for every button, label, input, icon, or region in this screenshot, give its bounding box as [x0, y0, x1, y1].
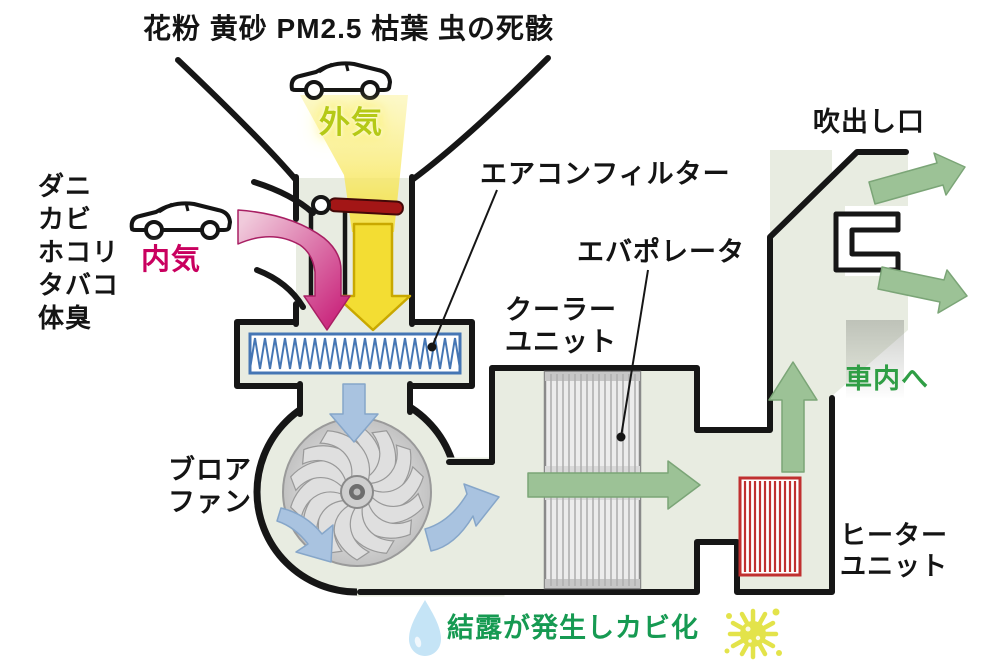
inside-contaminants-list: ダニ カビ ホコリ タバコ 体臭 — [38, 170, 119, 335]
duct-outline — [175, 55, 909, 595]
contaminant-item: ホコリ — [38, 237, 120, 267]
filter-leader-line — [431, 189, 498, 348]
vent-outflow-upper-icon — [868, 152, 966, 205]
droplet-icon — [409, 600, 441, 656]
contaminant-item: ダニ — [38, 171, 93, 201]
filter-label: エアコンフィルター — [480, 159, 731, 189]
duct-fade — [846, 320, 904, 398]
contaminant-item: 体臭 — [38, 303, 93, 333]
contaminant-item: カビ — [38, 204, 93, 234]
cooler-label-line1: クーラー — [505, 295, 617, 325]
inside-air-label: 内気 — [141, 244, 202, 276]
blower-label-line2: ファン — [168, 487, 252, 518]
evaporator-label: エバポレータ — [577, 237, 745, 267]
airflow-through-evaporator-icon — [527, 460, 701, 510]
car-icon-outside — [289, 61, 392, 100]
condensation-label: 結露が発生しカビ化 — [447, 613, 699, 643]
car-icon-inside — [129, 201, 232, 240]
vent-outflow-lower-icon — [877, 266, 968, 314]
airflow-up-to-vents-icon — [768, 361, 818, 473]
airflow-arrow-right-icon — [424, 483, 500, 552]
mold-spore-icon — [724, 608, 782, 660]
filter-element — [248, 332, 462, 375]
evaporator-leader-line — [620, 269, 649, 438]
cooler-unit-label: クーラー ユニット — [505, 294, 617, 359]
outside-air-arrow — [334, 222, 412, 332]
drain-notch — [700, 545, 734, 595]
inside-air-arrow — [237, 209, 351, 331]
top-contaminants-label: 花粉 黄砂 PM2.5 枯葉 虫の死骸 — [143, 13, 555, 44]
heater-unit-label: ヒーター ユニット — [840, 520, 948, 582]
heater-label-line1: ヒーター — [840, 520, 949, 550]
clean-air-arrows — [527, 152, 968, 510]
leader-lines — [427, 189, 649, 442]
blower-fan-icon — [282, 417, 432, 567]
airflow-arrow-down-icon — [329, 383, 379, 443]
vent-separator — [833, 211, 901, 273]
outside-air-stream — [300, 95, 408, 232]
airflow-arrow-swirl-icon — [276, 507, 334, 563]
blower-label-line1: ブロア — [168, 455, 252, 485]
blown-air-arrows — [276, 383, 500, 563]
to-cabin-label: 車内へ — [845, 364, 929, 394]
heater-label-line2: ユニット — [840, 551, 949, 582]
blower-fan-label: ブロア ファン — [168, 454, 252, 519]
cooler-label-line2: ユニット — [505, 327, 617, 358]
intake-damper — [311, 195, 404, 216]
contaminant-item: タバコ — [38, 270, 120, 300]
outlet-label: 吹出し口 — [813, 107, 925, 137]
outside-air-label: 外気 — [319, 105, 383, 140]
heater-element — [738, 476, 802, 577]
